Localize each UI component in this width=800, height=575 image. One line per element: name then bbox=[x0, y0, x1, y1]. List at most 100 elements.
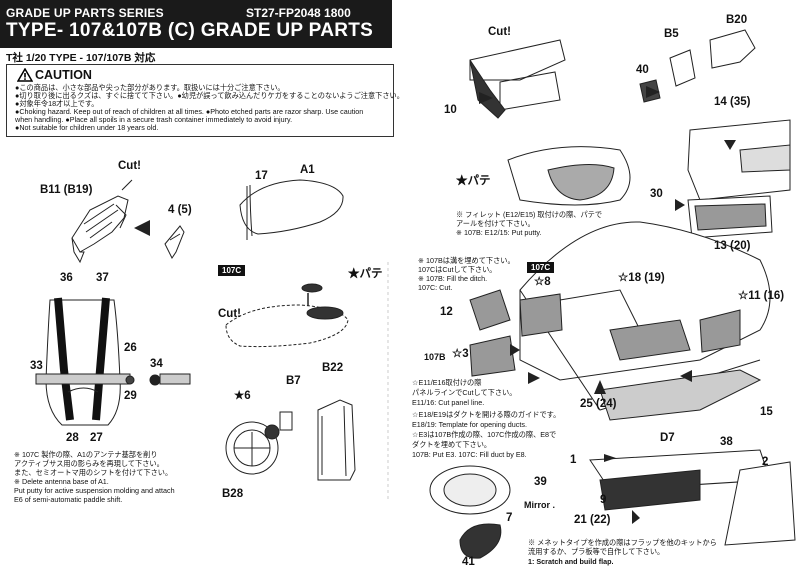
label-part-8: ☆8 bbox=[534, 276, 551, 288]
label-part-21: 21 (22) bbox=[574, 514, 611, 526]
note-line: 107B: Put E3. 107C: Fill duct by E8. bbox=[412, 450, 527, 459]
note-line: 107C: Cut. bbox=[418, 283, 453, 292]
side-fin-drawing bbox=[599, 369, 762, 421]
note-line: ☆E18/E19はダクトを開ける際のガイドです。 bbox=[412, 410, 561, 419]
note-line: ※ フィレット (E12/E15) 取付けの際、パテで bbox=[456, 210, 603, 219]
note-line: アールを付けて下さい。 bbox=[456, 219, 535, 228]
header-banner: GRADE UP PARTS SERIES ST27-FP2048 1800 T… bbox=[0, 0, 392, 48]
label-part-38: 38 bbox=[720, 436, 733, 448]
note-line: ※ メネットタイプを作成の際はフラップを他のキットから bbox=[528, 538, 717, 547]
note-line: ダクトを埋めて下さい。 bbox=[412, 440, 492, 449]
caution-header: CAUTION bbox=[15, 67, 139, 83]
label-b7: B7 bbox=[286, 375, 301, 387]
seatbelt-drawing bbox=[35, 297, 131, 426]
label-part-1: 1 bbox=[570, 454, 577, 466]
arrow-icon bbox=[646, 86, 660, 98]
page-title: TYPE- 107&107B (C) GRADE UP PARTS bbox=[6, 20, 374, 41]
note-line: ※ 107C 製作の際、A1のアンテナ基部を削り bbox=[14, 450, 158, 459]
label-part-26: 26 bbox=[124, 342, 137, 354]
label-107b: 107B bbox=[424, 352, 446, 362]
label-cut: Cut! bbox=[488, 26, 511, 38]
note-line: 流用するか、プラ板等で自作して下さい。 bbox=[528, 547, 665, 556]
label-putty: ★パテ bbox=[456, 175, 491, 187]
label-mirror: Mirror . bbox=[524, 500, 556, 510]
note-line: Put putty for active suspension molding … bbox=[14, 486, 175, 495]
label-b5: B5 bbox=[664, 28, 679, 40]
label-part-2: 2 bbox=[762, 456, 769, 468]
note-line: アクティブサス用の影らみを再現して下さい。 bbox=[14, 459, 164, 468]
arrow-icon bbox=[134, 220, 150, 236]
label-d7: D7 bbox=[660, 432, 675, 444]
b5-b20-drawing bbox=[639, 29, 756, 103]
label-part-37: 37 bbox=[96, 272, 109, 284]
note-line: E6 of semi-automatic paddle shift. bbox=[14, 495, 123, 504]
rear-parts-drawing bbox=[687, 195, 773, 239]
caution-line: ●この商品は、小さな部品や尖った部分があります。取扱いには十分ご注意下さい。 bbox=[15, 83, 285, 92]
caution-line: ●Choking hazard. Keep out of reach of ch… bbox=[15, 107, 364, 116]
note-line: ※ 107B: Fill the ditch. bbox=[418, 274, 488, 283]
note-line: ※ 107Bは溝を埋めて下さい。 bbox=[418, 256, 515, 265]
sidepod-drawing bbox=[507, 146, 631, 206]
label-part-41: 41 bbox=[462, 556, 475, 568]
label-part-3: ☆3 bbox=[452, 348, 469, 360]
note-line: 1: Scratch and build flap. bbox=[528, 557, 614, 566]
arrow-icon bbox=[604, 454, 616, 462]
arrow-icon bbox=[594, 380, 606, 394]
b11-part-drawing bbox=[71, 179, 133, 264]
arrow-icon bbox=[724, 140, 736, 150]
label-part-17: 17 bbox=[255, 170, 268, 182]
label-a1: A1 bbox=[300, 164, 315, 176]
caution-line: when handling. ●Place all spoils in a se… bbox=[15, 115, 293, 124]
label-b20: B20 bbox=[726, 14, 748, 26]
label-part-39: 39 bbox=[534, 476, 547, 488]
arrow-icon bbox=[675, 199, 685, 211]
label-part-13: 13 (20) bbox=[714, 240, 751, 252]
note-line: E18/19: Template for opening ducts. bbox=[412, 420, 527, 429]
label-part-33: 33 bbox=[30, 360, 43, 372]
label-putty: ★パテ bbox=[348, 268, 383, 280]
note-line: ☆E3は107B作成の際、107C作成の際、E8で bbox=[412, 430, 557, 439]
arrow-icon bbox=[632, 510, 640, 524]
tire-drawing bbox=[429, 465, 511, 559]
series-name: GRADE UP PARTS SERIES bbox=[6, 6, 164, 20]
label-part-29: 29 bbox=[124, 390, 137, 402]
part-4-drawing bbox=[164, 225, 185, 259]
label-part-30: 30 bbox=[650, 188, 663, 200]
label-b11: B11 (B19) bbox=[40, 184, 93, 196]
arrow-icon bbox=[510, 344, 520, 356]
label-part-7: 7 bbox=[506, 512, 513, 524]
label-part-36: 36 bbox=[60, 272, 73, 284]
label-cut: Cut! bbox=[118, 160, 141, 172]
label-part-25: 25 (24) bbox=[580, 398, 617, 410]
rear-wing-drawing bbox=[589, 449, 796, 546]
label-part-12: 12 bbox=[440, 306, 453, 318]
label-part-11: ☆11 (16) bbox=[738, 290, 785, 302]
caution-label: CAUTION bbox=[35, 68, 92, 82]
note-line: また、セミオートマ用のシフトを付けて下さい。 bbox=[14, 468, 173, 477]
note-line: パネルラインでCutして下さい。 bbox=[412, 388, 517, 397]
label-part-4: 4 (5) bbox=[168, 204, 192, 216]
warning-icon bbox=[17, 68, 33, 82]
label-part-40: 40 bbox=[636, 64, 649, 76]
steering-wheel-drawing bbox=[225, 411, 293, 475]
arrow-icon bbox=[680, 370, 692, 382]
arrow-icon bbox=[528, 372, 540, 384]
engine-cover-drawing bbox=[687, 119, 791, 201]
label-cut: Cut! bbox=[218, 308, 241, 320]
label-b28: B28 bbox=[222, 488, 244, 500]
caution-line: ●Not suitable for children under 18 year… bbox=[15, 123, 159, 132]
badge-107c: 107C bbox=[218, 265, 246, 276]
a1-body-drawing bbox=[239, 179, 344, 240]
subtitle: T社 1/20 TYPE - 107/107B 対応 bbox=[6, 52, 156, 64]
label-part-18: ☆18 (19) bbox=[618, 272, 665, 284]
label-part-14: 14 (35) bbox=[714, 96, 751, 108]
top-cover-drawing bbox=[225, 283, 349, 348]
product-code: ST27-FP2048 1800 bbox=[246, 6, 351, 20]
note-line: ※ 107B: E12/15: Put putty. bbox=[456, 228, 542, 237]
label-part-10: 10 bbox=[444, 104, 457, 116]
b22-part-drawing bbox=[317, 399, 356, 481]
label-part-34: 34 bbox=[150, 358, 163, 370]
note-line: 107CはCutして下さい。 bbox=[418, 265, 497, 274]
arrow-icon bbox=[479, 92, 493, 104]
